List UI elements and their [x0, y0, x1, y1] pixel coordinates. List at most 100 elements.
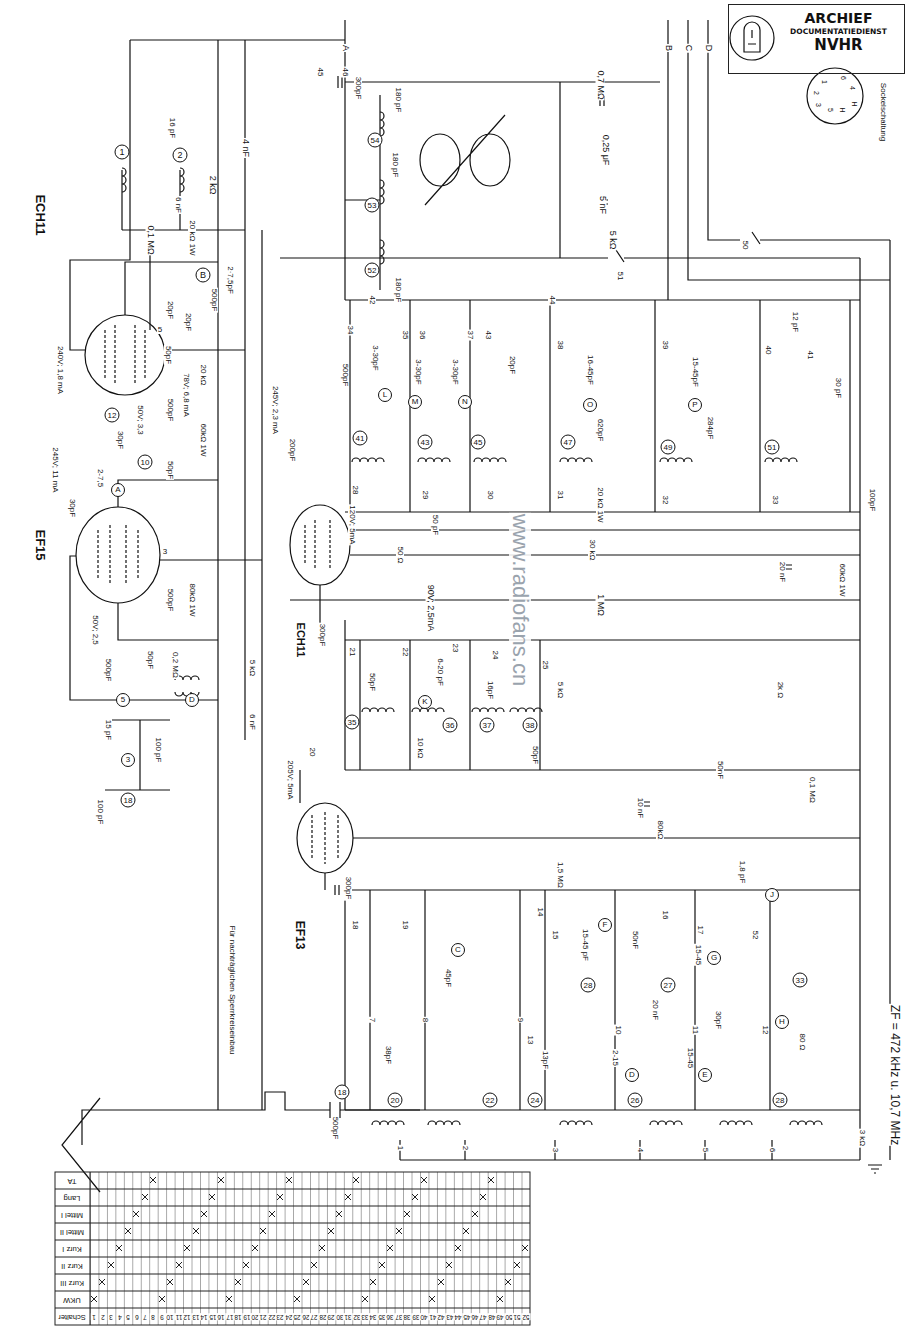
- component-label: 50V; 3,3: [136, 404, 144, 436]
- tube-envelope: [76, 507, 160, 603]
- callout-number: 47: [561, 435, 576, 450]
- table-grid: [90, 1172, 530, 1325]
- component-label: 30pF: [714, 1010, 722, 1030]
- component-label: 100 pF: [96, 799, 104, 826]
- component-label: 38pF: [384, 1045, 392, 1065]
- component-label: 245V; 11 mA: [51, 446, 59, 493]
- table-cell: 4: [117, 1313, 123, 1320]
- component-label: 20 nF: [651, 999, 659, 1021]
- watermark: www.radiofans.cn: [509, 513, 531, 687]
- component-label: 180 pF: [394, 87, 402, 114]
- component-label: 33: [771, 495, 779, 506]
- component-label: 15-45: [694, 944, 702, 966]
- component-label: 10 nF: [636, 797, 644, 819]
- component-label: 40: [764, 345, 772, 356]
- callout-number: 20: [388, 1093, 403, 1108]
- table-header: Kurz III: [59, 1279, 85, 1287]
- component-label: ZF = 472 kHz u. 10,7 MHz: [889, 1004, 901, 1146]
- component-label: 0,7 MΩ: [596, 69, 605, 100]
- component-label: 3: [551, 1147, 559, 1153]
- callout-number: L: [378, 388, 392, 402]
- component-label: H: [839, 106, 846, 113]
- component-label: 0,1 MΩ: [808, 776, 816, 804]
- component-label: 0,1 MΩ: [146, 224, 155, 255]
- component-label: 240V; 1,8 mA: [56, 345, 64, 395]
- archive-logo: [730, 16, 774, 60]
- component-label: 44: [548, 295, 556, 306]
- callout-number: 54: [368, 133, 383, 148]
- component-label: 1 MΩ: [596, 593, 605, 617]
- component-label: 20pF: [508, 355, 516, 375]
- callout-number: 2: [173, 148, 188, 163]
- component-label: 2·7,5pF: [226, 265, 234, 295]
- component-label: 42: [368, 295, 376, 306]
- table-border: [55, 1172, 530, 1325]
- component-label: 0,25 μF: [601, 134, 610, 167]
- table-header: Lang: [63, 1194, 82, 1202]
- callout-number: 22: [483, 1093, 498, 1108]
- component-label: 100 pF: [154, 737, 162, 764]
- component-label: 30: [486, 490, 494, 501]
- component-label: 2k Ω: [776, 681, 784, 700]
- callout-number: A: [111, 483, 125, 497]
- tube-name: EF15: [34, 528, 47, 561]
- component-label: 10: [614, 1025, 622, 1036]
- component-label: 300pF: [354, 76, 362, 101]
- component-label: 4: [849, 85, 856, 91]
- component-label: 50pF: [146, 650, 154, 670]
- callout-number: C: [451, 943, 465, 957]
- component-label: 1: [821, 79, 828, 85]
- component-label: 5: [157, 326, 163, 334]
- component-label: 60kΩ 1W: [199, 422, 207, 457]
- component-label: 1,8 pF: [738, 860, 746, 885]
- component-label: D: [704, 44, 713, 53]
- callout-number: G: [707, 951, 721, 965]
- callout-number: J: [765, 888, 779, 902]
- callout-number: 43: [418, 435, 433, 450]
- component-label: 180 pF: [391, 152, 399, 179]
- component-label: 25: [541, 660, 549, 671]
- component-label: 13: [526, 1035, 534, 1046]
- component-label: 5: [701, 1147, 709, 1153]
- component-label: 36: [418, 330, 426, 341]
- component-label: 15-45pF: [691, 356, 699, 388]
- table-cell: 3: [108, 1313, 114, 1320]
- component-label: 9: [516, 1017, 524, 1023]
- component-label: 15: [551, 930, 559, 941]
- table-cell: 10: [166, 1313, 175, 1320]
- component-label: 28: [351, 485, 359, 496]
- component-label: 34: [346, 325, 354, 336]
- component-label: A: [341, 44, 350, 52]
- table-cell: 42: [437, 1313, 446, 1320]
- component-label: 20 kΩ 1W: [596, 486, 604, 523]
- component-label: 6-20 pF: [436, 657, 444, 687]
- component-label: 41: [806, 350, 814, 361]
- table-header: UKW: [62, 1296, 82, 1304]
- component-label: 120V; 5mA: [348, 504, 356, 545]
- component-label: 5 nF: [598, 195, 607, 215]
- component-label: 8: [421, 1017, 429, 1023]
- component-label: 19: [401, 920, 409, 931]
- component-label: 16pF: [486, 680, 494, 700]
- callout-number: D: [185, 693, 199, 707]
- component-label: 30pF: [116, 430, 124, 450]
- stamp-text: DOCUMENTATIEDIENST: [779, 27, 898, 36]
- table-cell: 16: [217, 1313, 226, 1320]
- component-label: 6: [840, 75, 847, 81]
- component-label: 50pF: [531, 745, 539, 765]
- table-cell: 5: [125, 1313, 131, 1320]
- callout-number: 52: [365, 263, 380, 278]
- callout-number: 45: [471, 435, 486, 450]
- table-header: Mittel I: [60, 1211, 84, 1219]
- tube-name: ECH11: [34, 193, 47, 236]
- callout-number: 3: [121, 753, 135, 767]
- tube-grid: [98, 325, 338, 864]
- component-label: 11: [691, 1025, 699, 1035]
- component-label: 16-45pF: [586, 354, 594, 386]
- component-label: 2: [813, 90, 820, 96]
- component-label: 20 kΩ: [199, 363, 207, 386]
- component-label: 200pF: [288, 438, 296, 463]
- component-label: 2-15: [611, 1049, 619, 1067]
- component-label: 3 kΩ: [858, 1129, 866, 1148]
